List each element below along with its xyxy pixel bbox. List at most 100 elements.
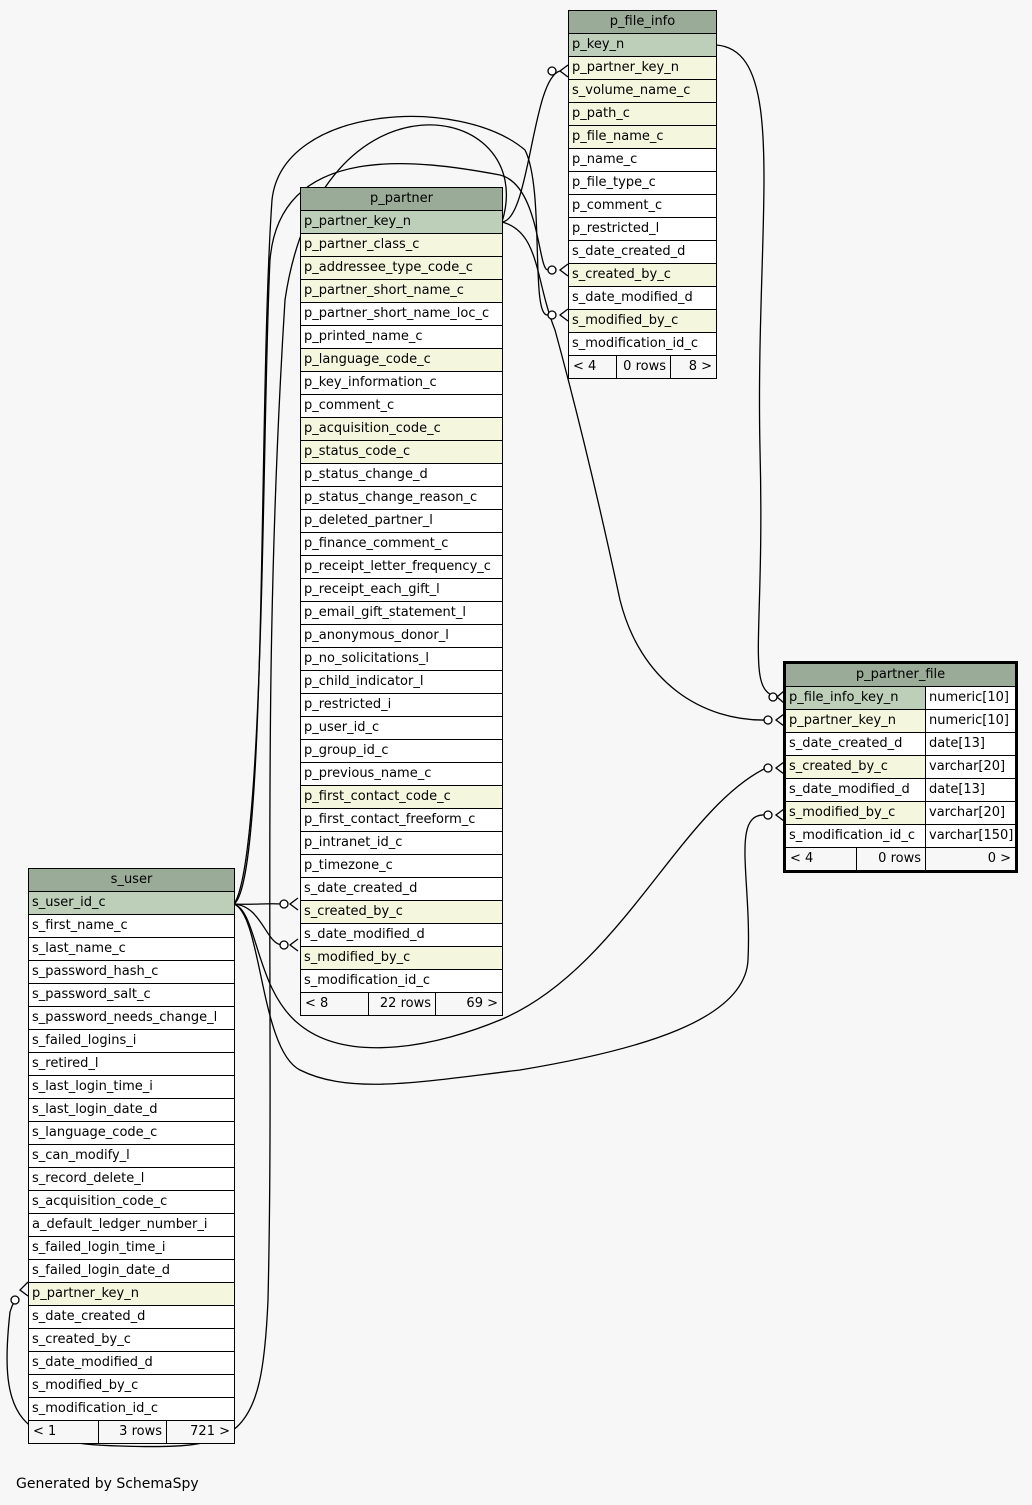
column-row[interactable]: p_path_c: [569, 103, 716, 126]
column-row[interactable]: s_last_login_date_d: [29, 1099, 234, 1122]
column-row[interactable]: s_created_by_c: [29, 1329, 234, 1352]
column-row[interactable]: s_date_modified_d: [29, 1352, 234, 1375]
column-row[interactable]: p_addressee_type_code_c: [301, 257, 502, 280]
column-row[interactable]: p_partner_class_c: [301, 234, 502, 257]
table-header[interactable]: p_partner_file: [786, 664, 1015, 687]
table-header[interactable]: p_file_info: [569, 11, 716, 34]
column-row[interactable]: s_record_delete_l: [29, 1168, 234, 1191]
column-row[interactable]: p_status_change_d: [301, 464, 502, 487]
column-row[interactable]: s_modification_id_c: [29, 1398, 234, 1421]
column-row[interactable]: p_child_indicator_l: [301, 671, 502, 694]
column-row[interactable]: s_created_by_c: [569, 264, 716, 287]
column-row[interactable]: p_first_contact_code_c: [301, 786, 502, 809]
column-row[interactable]: s_date_created_d: [301, 878, 502, 901]
parents-link[interactable]: < 1: [29, 1421, 99, 1443]
column-row[interactable]: p_restricted_i: [301, 694, 502, 717]
column-row[interactable]: s_last_name_c: [29, 938, 234, 961]
column-row[interactable]: p_user_id_c: [301, 717, 502, 740]
table-header[interactable]: s_user: [29, 869, 234, 892]
column-row[interactable]: p_acquisition_code_c: [301, 418, 502, 441]
column-row[interactable]: s_password_hash_c: [29, 961, 234, 984]
column-row[interactable]: s_date_created_d: [569, 241, 716, 264]
column-row[interactable]: p_comment_c: [569, 195, 716, 218]
column-row[interactable]: s_modification_id_c: [569, 333, 716, 356]
column-row[interactable]: s_last_login_time_i: [29, 1076, 234, 1099]
column-row[interactable]: p_finance_comment_c: [301, 533, 502, 556]
column-name: p_child_indicator_l: [304, 674, 424, 689]
column-row[interactable]: p_key_information_c: [301, 372, 502, 395]
column-row[interactable]: p_email_gift_statement_l: [301, 602, 502, 625]
column-row[interactable]: s_created_by_c: [301, 901, 502, 924]
column-row[interactable]: p_first_contact_freeform_c: [301, 809, 502, 832]
column-row[interactable]: p_partner_key_n: [301, 211, 502, 234]
column-name: p_partner_key_n: [786, 710, 926, 732]
column-row[interactable]: s_modified_by_c: [569, 310, 716, 333]
column-row[interactable]: p_file_name_c: [569, 126, 716, 149]
column-row[interactable]: s_password_needs_change_l: [29, 1007, 234, 1030]
parents-link[interactable]: < 4: [786, 848, 857, 870]
table-header[interactable]: p_partner: [301, 188, 502, 211]
column-row[interactable]: a_default_ledger_number_i: [29, 1214, 234, 1237]
column-row[interactable]: p_status_code_c: [301, 441, 502, 464]
column-row[interactable]: p_file_type_c: [569, 172, 716, 195]
column-row[interactable]: s_date_created_d: [29, 1306, 234, 1329]
column-row[interactable]: p_printed_name_c: [301, 326, 502, 349]
column-row[interactable]: p_name_c: [569, 149, 716, 172]
column-row[interactable]: p_restricted_l: [569, 218, 716, 241]
column-row[interactable]: p_comment_c: [301, 395, 502, 418]
column-row[interactable]: p_partner_key_n: [29, 1283, 234, 1306]
column-row[interactable]: p_partner_short_name_loc_c: [301, 303, 502, 326]
column-row[interactable]: p_timezone_c: [301, 855, 502, 878]
column-row[interactable]: s_failed_logins_i: [29, 1030, 234, 1053]
table-p-partner[interactable]: p_partner p_partner_key_n p_partner_class…: [300, 187, 503, 1016]
column-row[interactable]: p_partner_short_name_c: [301, 280, 502, 303]
column-row[interactable]: s_modification_id_c: [301, 970, 502, 993]
column-row[interactable]: p_receipt_each_gift_l: [301, 579, 502, 602]
column-row[interactable]: s_retired_l: [29, 1053, 234, 1076]
column-row[interactable]: s_failed_login_time_i: [29, 1237, 234, 1260]
column-row[interactable]: p_intranet_id_c: [301, 832, 502, 855]
column-name: p_partner_key_n: [304, 214, 411, 229]
column-row[interactable]: s_failed_login_date_d: [29, 1260, 234, 1283]
column-row[interactable]: p_group_id_c: [301, 740, 502, 763]
column-row[interactable]: s_can_modify_l: [29, 1145, 234, 1168]
column-name: s_acquisition_code_c: [32, 1194, 168, 1209]
column-row[interactable]: s_date_modified_d: [301, 924, 502, 947]
column-row[interactable]: s_first_name_c: [29, 915, 234, 938]
children-link[interactable]: 721 >: [190, 1424, 230, 1439]
column-row[interactable]: s_acquisition_code_c: [29, 1191, 234, 1214]
parents-link[interactable]: < 8: [301, 993, 369, 1015]
column-row[interactable]: s_volume_name_c: [569, 80, 716, 103]
column-row[interactable]: s_password_salt_c: [29, 984, 234, 1007]
column-name: s_date_created_d: [786, 733, 926, 755]
column-row[interactable]: p_language_code_c: [301, 349, 502, 372]
column-row[interactable]: s_date_modified_d: [569, 287, 716, 310]
table-footer: < 8 22 rows 69 >: [301, 993, 502, 1015]
column-row[interactable]: s_language_code_c: [29, 1122, 234, 1145]
column-row[interactable]: s_modified_by_c: [301, 947, 502, 970]
column-row[interactable]: s_user_id_c: [29, 892, 234, 915]
children-link[interactable]: 69 >: [466, 996, 498, 1011]
column-row[interactable]: p_no_solicitations_l: [301, 648, 502, 671]
column-row[interactable]: p_status_change_reason_c: [301, 487, 502, 510]
column-row[interactable]: s_modified_by_c: [29, 1375, 234, 1398]
column-row[interactable]: p_previous_name_c: [301, 763, 502, 786]
column-row[interactable]: p_partner_key_n: [569, 57, 716, 80]
column-row[interactable]: p_key_n: [569, 34, 716, 57]
column-row[interactable]: p_receipt_letter_frequency_c: [301, 556, 502, 579]
parents-link[interactable]: < 4: [569, 356, 617, 378]
column-row[interactable]: p_anonymous_donor_l: [301, 625, 502, 648]
children-link[interactable]: 0 >: [987, 851, 1011, 866]
children-link[interactable]: 8 >: [688, 359, 712, 374]
column-row[interactable]: p_deleted_partner_l: [301, 510, 502, 533]
